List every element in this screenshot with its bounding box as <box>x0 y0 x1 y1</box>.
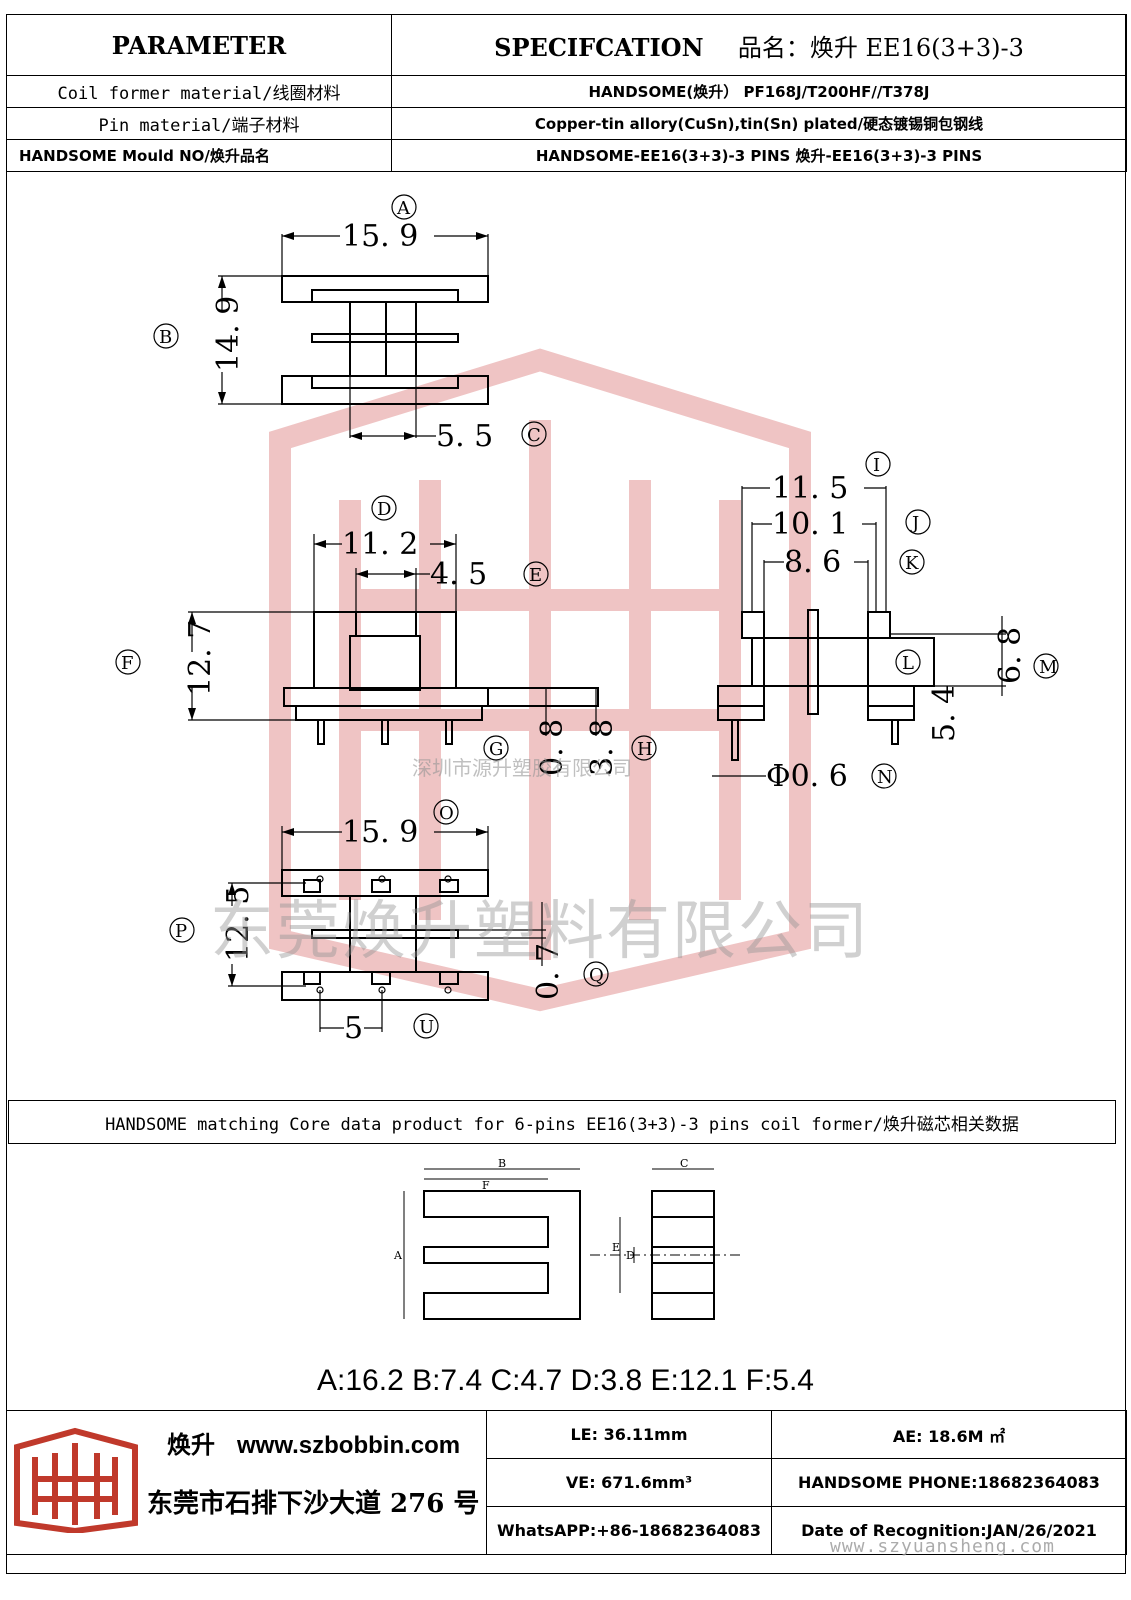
core-dimensions: A:16.2 B:7.4 C:4.7 D:3.8 E:12.1 F:5.4 <box>317 1364 814 1397</box>
dim-o-value: 15. 9 <box>342 815 418 850</box>
ae-cell: AE: 18.6M ㎡ <box>771 1410 1127 1459</box>
brand-address: 东莞市石排下沙大道 276 号 <box>147 1489 480 1519</box>
core-label-b: B <box>498 1157 506 1170</box>
watermark-url: www.szyuansheng.com <box>830 1536 1055 1557</box>
core-label-f: F <box>482 1179 490 1192</box>
label-o: O <box>439 803 454 824</box>
ve-cell: VE: 671.6mm³ <box>486 1458 772 1507</box>
front-view: D 11. 2 4. 5 E 12. 7 F <box>115 495 657 776</box>
label-f: F <box>121 653 134 674</box>
dim-d-value: 11. 2 <box>342 527 418 562</box>
watermark-small: 深圳市源升塑胶有限公司 <box>412 756 632 780</box>
label-l: L <box>902 653 914 674</box>
label-n: N <box>877 767 893 788</box>
handsome-logo <box>14 1427 138 1533</box>
row-label-pin-material: Pin material/端子材料 <box>6 107 392 140</box>
parameter-header: PARAMETER <box>6 14 392 76</box>
label-i: I <box>873 455 880 476</box>
brand-url[interactable]: www.szbobbin.com <box>237 1432 461 1459</box>
core-data-bar: HANDSOME matching Core data product for … <box>8 1100 1116 1144</box>
dim-g-value: 0. 8 <box>535 719 570 776</box>
dim-h-value: 3. 8 <box>585 719 620 776</box>
dim-q-value: 0. 7 <box>531 943 566 1000</box>
date-cell: Date of Recognition:JAN/26/2021 <box>771 1506 1127 1555</box>
core-drawing: A B C D E F <box>393 1157 740 1320</box>
top-view: 15. 9 A 14. 9 B 5. 5 C <box>153 194 547 454</box>
dim-a-value: 15. 9 <box>342 219 418 254</box>
spec-header: SPECIFCATION 品名：焕升 EE16(3+3)-3 <box>391 14 1127 76</box>
watermark-big: 东莞焕升塑料有限公司 <box>210 895 870 969</box>
whatsapp-cell: WhatsAPP:+86-18682364083 <box>486 1506 772 1555</box>
dim-u-value: 5 <box>344 1011 363 1046</box>
dim-m-value: 6. 8 <box>993 627 1028 684</box>
row-value-pin-material: Copper-tin allory(CuSn),tin(Sn) plated/硬… <box>391 107 1127 140</box>
label-e: E <box>529 565 542 586</box>
core-label-c: C <box>680 1157 688 1170</box>
label-j: J <box>910 513 919 534</box>
dim-i-value: 11. 5 <box>772 471 848 506</box>
dim-k-value: 8. 6 <box>784 545 841 580</box>
label-a: A <box>396 198 411 219</box>
product-name: 品名：焕升 EE16(3+3)-3 <box>737 33 1024 62</box>
row-label-coil-material: Coil former material/线圈材料 <box>6 75 392 108</box>
bottom-table: 焕升 www.szbobbin.com 东莞市石排下沙大道 276 号 LE: 3… <box>6 1410 1127 1555</box>
label-p: P <box>175 921 187 942</box>
core-label-e: E <box>612 1241 620 1254</box>
brand-cell: 焕升 www.szbobbin.com 东莞市石排下沙大道 276 号 <box>6 1410 487 1555</box>
spec-title: SPECIFCATION <box>494 32 704 62</box>
label-u: U <box>419 1017 434 1038</box>
core-label-a: A <box>393 1249 403 1262</box>
dim-n-value: Φ0. 6 <box>766 759 848 794</box>
dim-j-value: 10. 1 <box>772 507 848 542</box>
label-g: G <box>489 739 503 760</box>
label-h: H <box>637 739 653 760</box>
dim-l2-value: 5. 4 <box>927 685 962 742</box>
core-label-d: D <box>626 1249 635 1262</box>
row-value-mould-no: HANDSOME-EE16(3+3)-3 PINS 焕升-EE16(3+3)-3… <box>391 139 1127 172</box>
brand-line: 焕升 www.szbobbin.com <box>167 1425 460 1460</box>
label-d: D <box>377 499 391 520</box>
label-c: C <box>527 425 541 446</box>
brand-name: 焕升 <box>167 1430 215 1459</box>
header-table: PARAMETER SPECIFCATION 品名：焕升 EE16(3+3)-3… <box>6 14 1127 172</box>
side-view: 11. 5 I 10. 1 J 8. 6 K L 6. 8 M <box>712 451 1059 794</box>
dim-c-value: 5. 5 <box>436 419 493 454</box>
label-m: M <box>1039 657 1057 678</box>
dim-b-value: 14. 9 <box>211 296 246 372</box>
dim-e-value: 4. 5 <box>430 557 487 592</box>
coil-former-drawing: .ln{stroke:#000;stroke-width:2;fill:none… <box>115 194 1059 1046</box>
label-k: K <box>905 553 919 574</box>
dim-f-value: 12. 7 <box>183 620 218 696</box>
bottom-view: O 15. 9 12. 5 P <box>169 799 609 1046</box>
phone-cell: HANDSOME PHONE:18682364083 <box>771 1458 1127 1507</box>
label-b: B <box>159 327 172 348</box>
row-value-coil-material: HANDSOME(焕升） PF168J/T200HF//T378J <box>391 75 1127 108</box>
dim-p-value: 12. 5 <box>221 886 256 962</box>
row-label-mould-no: HANDSOME Mould NO/焕升品名 <box>6 139 392 172</box>
label-q: Q <box>589 965 604 986</box>
le-cell: LE: 36.11mm <box>486 1410 772 1459</box>
